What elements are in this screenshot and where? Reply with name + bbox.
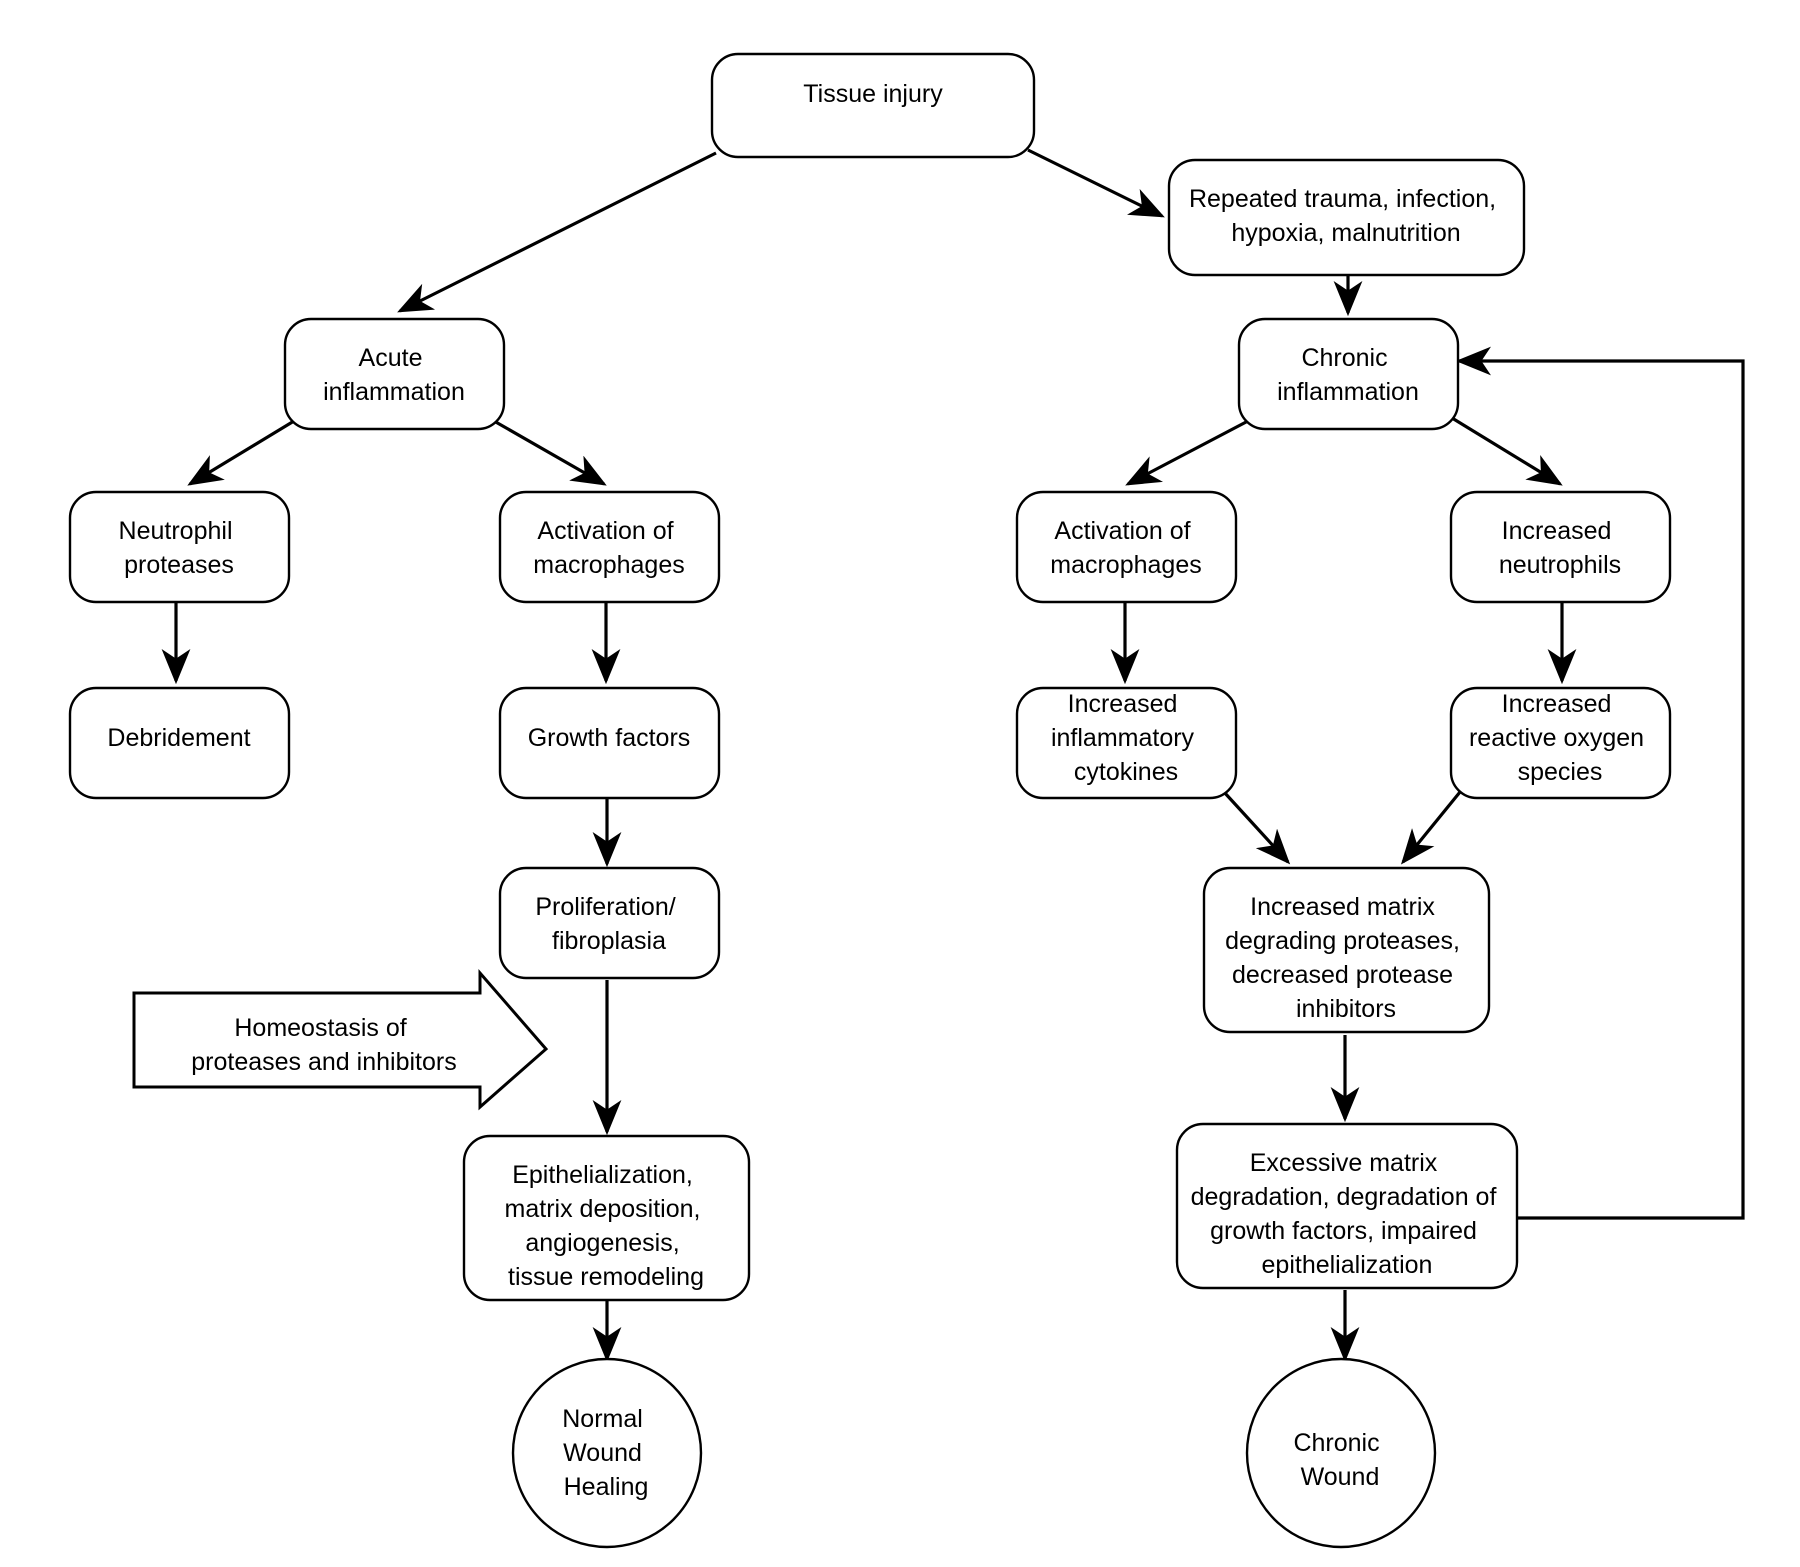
node-increased-cytokines: Increased inflammatory cytokines [1015,686,1238,800]
homeostasis-hollow-arrow [132,968,549,1111]
node-increased-ros-label: Increased reactive oxygen species [1469,690,1651,786]
node-growth-factors: Growth factors [498,686,721,800]
node-chronic-inflammation: Chronic inflammation [1237,317,1460,431]
node-chronic-inflammation-label: Chronic inflammation [1277,344,1419,406]
node-increased-neutrophils-label: Increased neutrophils [1499,517,1621,579]
node-acute-inflammation: Acute inflammation [283,317,506,431]
edge-feedback-loop [1455,346,1745,1220]
node-increased-cytokines-label: Increased inflammatory cytokines [1051,690,1201,786]
edge-tissue-to-repeated [1027,148,1165,218]
node-proliferation-label: Proliferation/ fibroplasia [535,893,682,955]
node-growth-factors-label: Growth factors [528,724,691,752]
homeostasis-label: Homeostasis of proteases and inhibitors [191,1014,456,1076]
node-activation-macrophages-left: Activation of macrophages [498,490,721,604]
node-activation-macrophages-right: Activation of macrophages [1015,490,1238,604]
node-tissue-injury: Tissue injury [710,52,1036,159]
node-debridement-label: Debridement [107,724,250,752]
node-tissue-injury-label: Tissue injury [803,80,943,108]
edge-acute-to-macrophages-left [493,419,607,486]
edge-tissue-to-acute [397,151,717,313]
edge-ros-to-matrix [1400,790,1462,865]
edge-cytokines-to-matrix [1222,790,1291,865]
node-activation-macrophages-right-label: Activation of macrophages [1050,517,1201,579]
node-increased-neutrophils: Increased neutrophils [1449,490,1672,604]
node-proliferation: Proliferation/ fibroplasia [498,866,721,980]
node-excessive-degradation-label: Excessive matrix degradation, degradatio… [1191,1149,1504,1279]
node-chronic-wound: Chronic Wound [1245,1357,1437,1549]
edge-acute-to-neutrophil [187,419,295,486]
node-neutrophil-proteases: Neutrophil proteases [68,490,291,604]
node-repeated-trauma: Repeated trauma, infection, hypoxia, mal… [1167,158,1526,277]
node-repeated-trauma-label: Repeated trauma, infection, hypoxia, mal… [1189,185,1503,247]
node-excessive-degradation: Excessive matrix degradation, degradatio… [1175,1122,1519,1290]
node-debridement: Debridement [68,686,291,800]
node-activation-macrophages-left-label: Activation of macrophages [533,517,684,579]
edge-chronic-to-macrophages-right [1125,419,1249,486]
node-normal-wound-healing-label: Normal Wound Healing [562,1405,650,1501]
node-increased-matrix-proteases-label: Increased matrix degrading proteases, de… [1225,893,1467,1023]
node-acute-inflammation-label: Acute inflammation [323,344,465,406]
node-increased-matrix-proteases: Increased matrix degrading proteases, de… [1202,866,1491,1034]
node-epithelialization: Epithelialization, matrix deposition, an… [462,1134,751,1302]
edges [161,148,1745,1363]
node-chronic-wound-label: Chronic Wound [1293,1429,1386,1491]
node-neutrophil-proteases-label: Neutrophil proteases [119,517,240,579]
node-increased-ros: Increased reactive oxygen species [1449,686,1672,800]
edge-chronic-to-neutrophils [1451,416,1563,486]
node-epithelialization-label: Epithelialization, matrix deposition, an… [505,1161,708,1291]
node-normal-wound-healing: Normal Wound Healing [511,1357,703,1549]
nodes: Tissue injury Repeated trauma, infection… [68,52,1672,1549]
